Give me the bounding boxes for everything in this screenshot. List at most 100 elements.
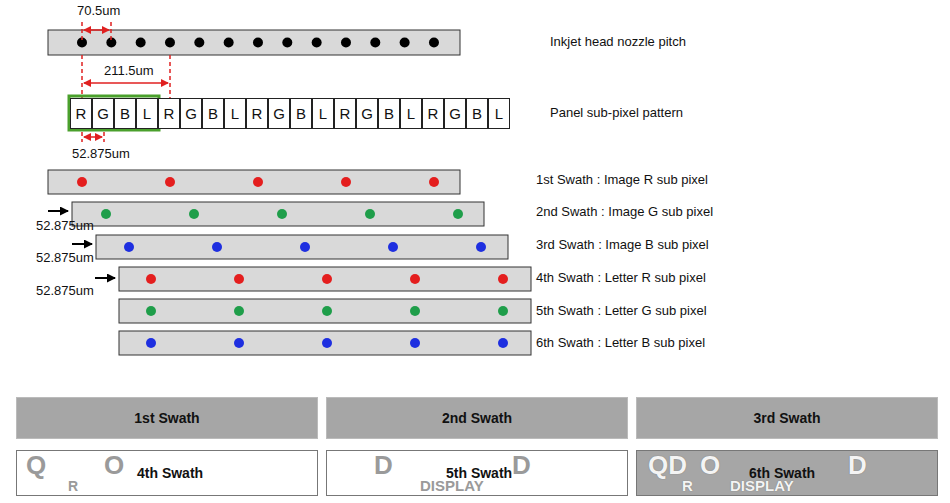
dimension-text: 70.5um [77, 3, 120, 19]
ink-drop [146, 306, 156, 316]
ink-drop [498, 338, 508, 348]
node-text: L [143, 105, 151, 122]
swath-head [72, 202, 484, 226]
shift-dimension: 52.875um [36, 283, 94, 299]
swath-band: 1st Swath [16, 397, 318, 439]
subpixel-cell: L [312, 98, 334, 129]
swath-band: 2nd Swath [326, 397, 628, 439]
printed-letter: R [68, 478, 78, 495]
subpixel-cell: R [158, 98, 180, 129]
ink-drop [341, 177, 351, 187]
nozzle-dot [224, 38, 234, 48]
nozzle-dot [370, 38, 380, 48]
node-text: B [472, 105, 482, 122]
node-text: 3rd Swath [754, 410, 821, 426]
swath-band: 3rd Swath [636, 397, 938, 439]
node-text: B [120, 105, 130, 122]
node-text: G [185, 105, 197, 122]
node-text: R [428, 105, 439, 122]
subpixel-cell: B [378, 98, 400, 129]
nozzle-dot [282, 38, 292, 48]
ink-drop [212, 242, 222, 252]
subpixel-cell: G [268, 98, 290, 129]
ink-drop [77, 177, 87, 187]
swath-label: 3rd Swath : Image B sub pixel [536, 237, 709, 253]
node-text: 1st Swath [134, 410, 199, 426]
nozzle-dot [194, 38, 204, 48]
swath-label: 4th Swath : Letter R sub pixel [536, 270, 706, 286]
swath-result-box: 4th Swath [16, 450, 318, 496]
ink-drop [101, 209, 111, 219]
subpixel-cell: G [444, 98, 466, 129]
ink-drop [410, 338, 420, 348]
subpixel-cell: L [136, 98, 158, 129]
ink-drop [234, 306, 244, 316]
subpixel-cell: R [70, 98, 92, 129]
printed-letter: D [848, 450, 867, 481]
ink-drop [388, 242, 398, 252]
node-text: B [296, 105, 306, 122]
subpixel-cell: R [422, 98, 444, 129]
nozzle-dot [400, 38, 410, 48]
ink-drop [300, 242, 310, 252]
node-text: G [273, 105, 285, 122]
node-text: L [495, 105, 503, 122]
nozzle-dot [136, 38, 146, 48]
row-label: Inkjet head nozzle pitch [550, 34, 686, 50]
swath-head [119, 267, 531, 291]
ink-drop [429, 177, 439, 187]
ink-drop [410, 306, 420, 316]
shift-dimension: 52.875um [36, 250, 94, 266]
swath-label: 5th Swath : Letter G sub pixel [536, 303, 707, 319]
swath-head [48, 170, 460, 194]
printed-letter: QD [648, 450, 687, 481]
node-text: B [384, 105, 394, 122]
node-text: R [76, 105, 87, 122]
nozzle-dot [312, 38, 322, 48]
ink-drop [146, 274, 156, 284]
ink-drop [165, 177, 175, 187]
node-text: G [361, 105, 373, 122]
subpixel-cell: G [356, 98, 378, 129]
subpixel-cell: B [290, 98, 312, 129]
swath-head [119, 299, 531, 323]
ink-drop [189, 209, 199, 219]
ink-drop [234, 338, 244, 348]
subpixel-cell: B [466, 98, 488, 129]
subpixel-cell: B [114, 98, 136, 129]
row-label: Panel sub-pixel pattern [550, 105, 683, 121]
swath-label: 6th Swath : Letter B sub pixel [536, 335, 705, 351]
swath-label: 2nd Swath : Image G sub pixel [536, 204, 713, 220]
ink-drop [410, 274, 420, 284]
node-text: G [97, 105, 109, 122]
printed-letter: R [682, 477, 693, 495]
swath-head [119, 331, 531, 355]
nozzle-dot [429, 38, 439, 48]
dimension-text: 211.5um [104, 63, 154, 79]
ink-drop [476, 242, 486, 252]
ink-drop [498, 274, 508, 284]
ink-drop [453, 209, 463, 219]
subpixel-cell: L [400, 98, 422, 129]
ink-drop [277, 209, 287, 219]
subpixel-cell: G [180, 98, 202, 129]
subpixel-cell: L [488, 98, 510, 129]
subpixel-cell: R [246, 98, 268, 129]
node-text: B [208, 105, 218, 122]
node-text: R [252, 105, 263, 122]
subpixel-cell: G [92, 98, 114, 129]
node-text: G [449, 105, 461, 122]
dimension-text: 52.875um [72, 146, 130, 162]
ink-drop [124, 242, 134, 252]
printed-letter: O [700, 450, 720, 481]
printed-letter: D [374, 450, 393, 481]
printed-letter: DISPLAY [730, 477, 794, 495]
node-text: R [164, 105, 175, 122]
subpixel-cell: L [224, 98, 246, 129]
ink-drop [253, 177, 263, 187]
ink-drop [322, 274, 332, 284]
shift-dimension: 52.875um [36, 218, 94, 234]
ink-drop [322, 338, 332, 348]
nozzle-dot [165, 38, 175, 48]
printed-letter: D [512, 450, 531, 481]
